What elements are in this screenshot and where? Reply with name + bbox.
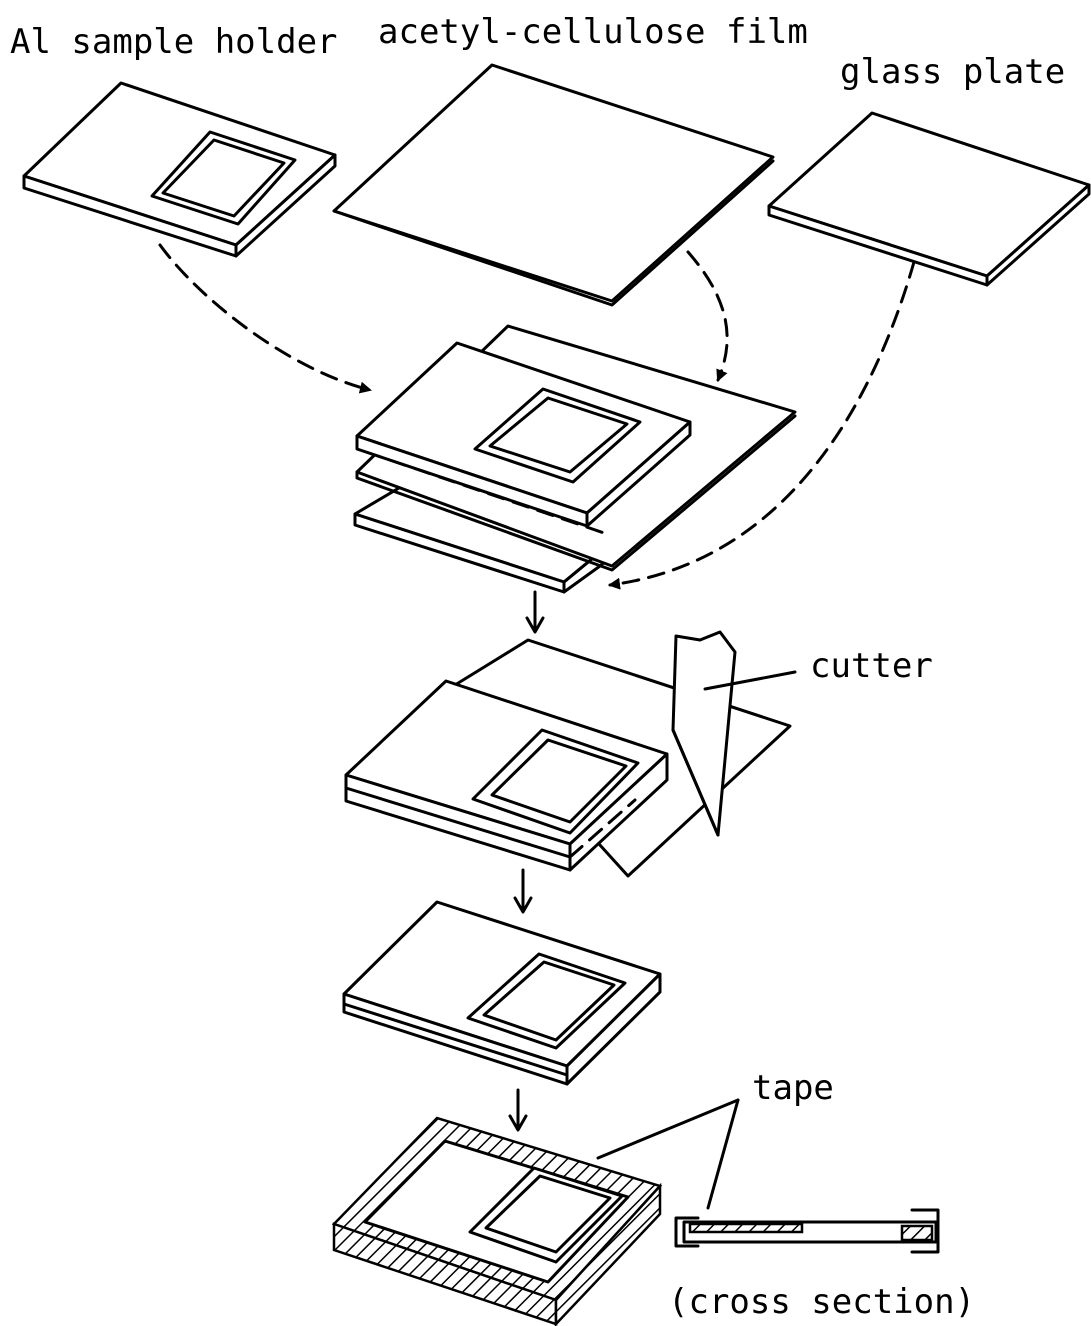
stacked-assembly bbox=[355, 326, 795, 592]
sample-holder-label: Al sample holder bbox=[10, 22, 338, 62]
glass-plate-part bbox=[769, 113, 1089, 285]
cutting-stage bbox=[346, 632, 795, 876]
taped-assembly bbox=[334, 1118, 660, 1324]
film-part bbox=[334, 65, 773, 305]
glass-plate-label: glass plate bbox=[840, 52, 1065, 92]
down-arrow-2 bbox=[515, 870, 531, 912]
trimmed-assembly bbox=[344, 902, 660, 1084]
cross-section-label: (cross section) bbox=[668, 1282, 975, 1322]
film-label: acetyl-cellulose film bbox=[378, 12, 808, 52]
sample-holder-part bbox=[24, 83, 335, 256]
down-arrow-3 bbox=[510, 1090, 526, 1130]
tape-label: tape bbox=[752, 1068, 834, 1108]
down-arrow-1 bbox=[527, 592, 543, 632]
cross-section bbox=[676, 1210, 938, 1252]
cutter-label: cutter bbox=[810, 646, 933, 686]
